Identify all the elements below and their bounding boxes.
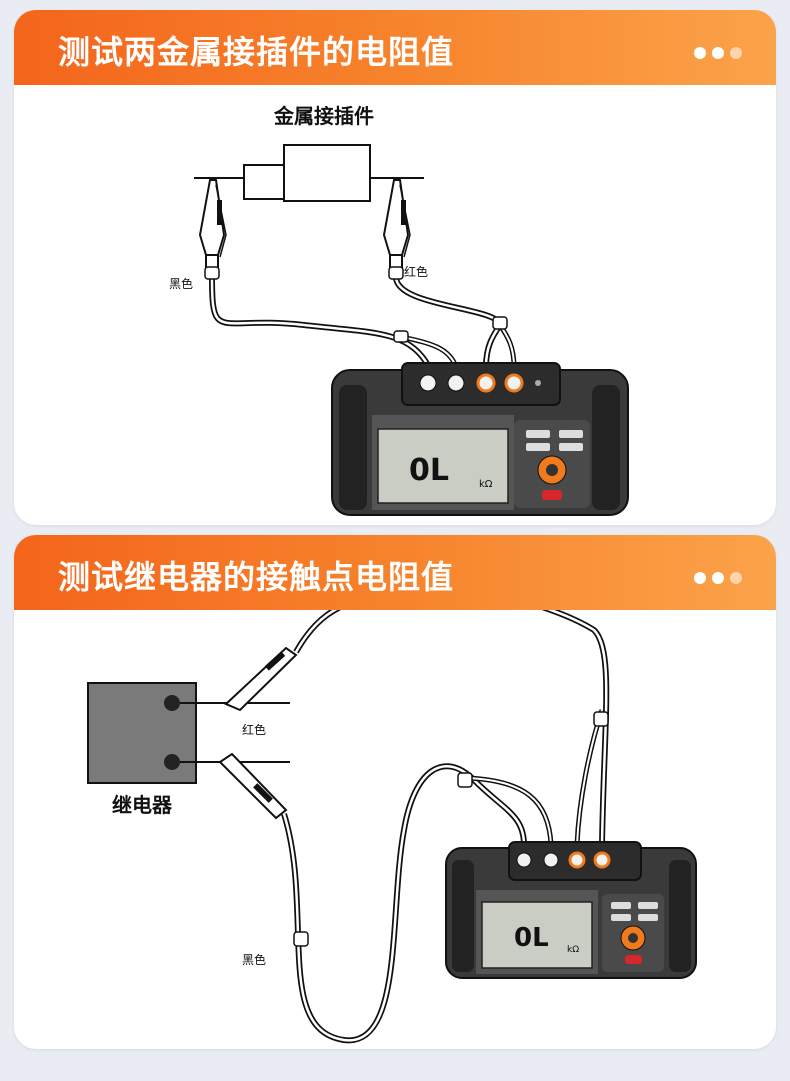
dot-icon [694, 47, 706, 59]
diagram-relay: 继电器 红色 黑色 [87, 610, 697, 1044]
relay-icon [87, 682, 290, 784]
metal-connector-icon [194, 144, 424, 202]
alligator-clip-icon [218, 752, 288, 820]
section-header: 测试继电器的接触点电阻值 [14, 535, 776, 610]
alligator-clip-icon [382, 179, 411, 278]
alligator-clip-icon [198, 179, 227, 278]
lcd-unit: kΩ [567, 945, 579, 955]
section-header: 测试两金属接插件的电阻值 [14, 10, 776, 85]
red-lead-label: 红色 [404, 264, 428, 279]
lcd-unit: kΩ [479, 479, 493, 490]
section-card-relay: 测试继电器的接触点电阻值 继电器 [14, 535, 776, 1049]
dot-icon [712, 572, 724, 584]
dot-icon [730, 572, 742, 584]
section-title: 测试两金属接插件的电阻值 [58, 33, 455, 71]
diagram-metal-connector: 金属接插件 [169, 104, 629, 516]
section-title: 测试继电器的接触点电阻值 [58, 558, 455, 596]
resistance-meter-icon: 0L kΩ [445, 841, 697, 979]
section-card-metal-connector: 测试两金属接插件的电阻值 金属接插件 [14, 10, 776, 525]
red-lead-label: 红色 [242, 722, 266, 737]
alligator-clip-icon [224, 646, 298, 712]
black-lead-label: 黑色 [169, 277, 193, 291]
dot-icon [712, 47, 724, 59]
component-label: 金属接插件 [273, 104, 374, 128]
pagination-dots [688, 569, 742, 588]
resistance-meter-icon: 0L kΩ [331, 362, 629, 516]
lcd-reading: 0L [514, 923, 549, 953]
lcd-reading: 0L [409, 453, 449, 488]
black-lead-label: 黑色 [242, 953, 266, 967]
dot-icon [730, 47, 742, 59]
red-test-lead [293, 610, 610, 846]
pagination-dots [688, 44, 742, 63]
dot-icon [694, 572, 706, 584]
component-label: 继电器 [112, 793, 173, 817]
